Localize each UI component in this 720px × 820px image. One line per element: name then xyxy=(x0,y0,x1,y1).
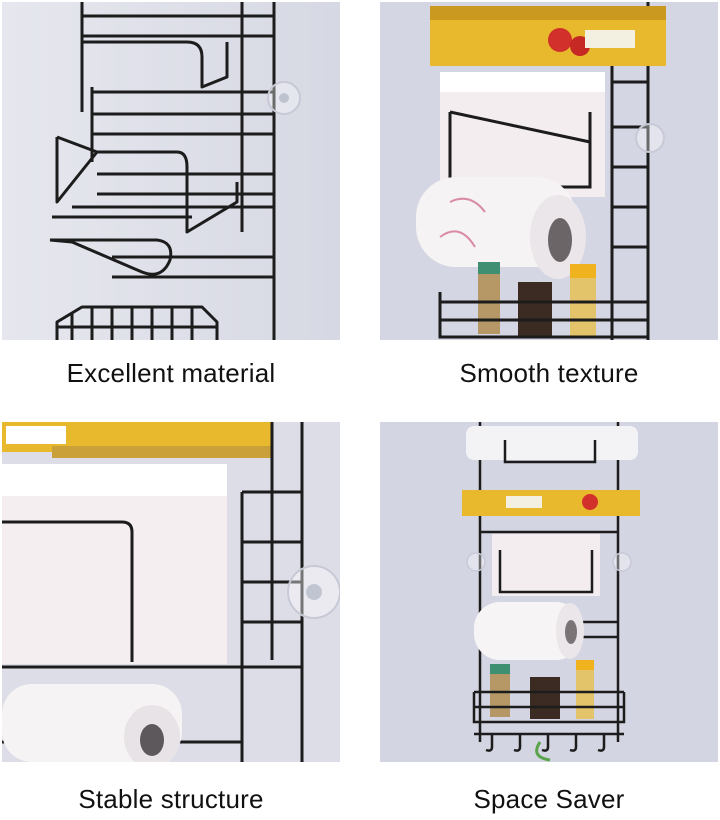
suction-cup-icon xyxy=(287,565,340,619)
plastic-wrap-box xyxy=(462,490,640,516)
full-rack-image xyxy=(380,422,718,762)
hook-icon xyxy=(485,734,606,752)
photo-excellent-material xyxy=(2,2,340,340)
paper-towel-roll xyxy=(474,602,584,660)
caption-stable-structure: Stable structure xyxy=(78,784,264,814)
holder-closeup-image xyxy=(2,422,340,762)
rack-with-towel-image xyxy=(380,2,718,340)
suction-cup-icon xyxy=(466,552,632,572)
photo-smooth-texture xyxy=(380,2,718,340)
suction-cup-icon xyxy=(267,81,301,115)
photo-stable-structure xyxy=(2,422,340,762)
suction-cup-icon xyxy=(635,123,665,153)
paper-towel-roll xyxy=(2,684,182,762)
paper-towel-roll xyxy=(416,177,586,279)
caption-smooth-texture: Smooth texture xyxy=(459,358,639,388)
caption-excellent-material: Excellent material xyxy=(66,358,276,388)
tissue-box xyxy=(492,534,600,596)
caption-space-saver: Space Saver xyxy=(473,784,625,814)
tissue-box xyxy=(440,72,605,197)
tissue-box xyxy=(2,464,227,664)
photo-space-saver xyxy=(380,422,718,762)
wire-rack-closeup-image xyxy=(2,2,340,340)
plastic-wrap-box xyxy=(2,422,272,458)
foil-roll xyxy=(466,426,638,464)
plastic-wrap-box xyxy=(430,6,666,66)
